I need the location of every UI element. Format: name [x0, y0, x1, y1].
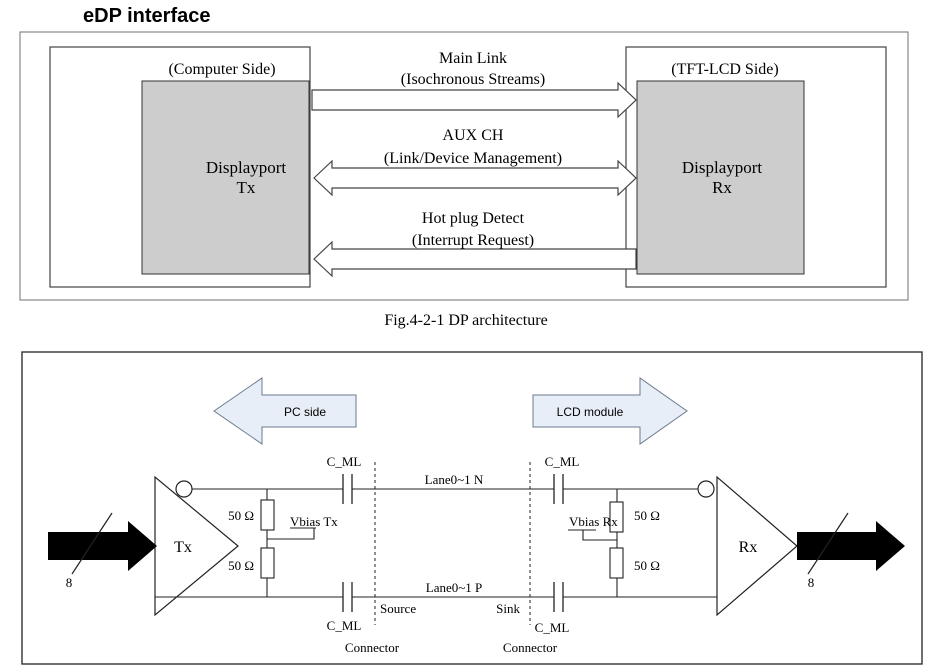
tx-resistor-bottom-value: 50 Ω	[228, 558, 254, 573]
input-bus-width: 8	[66, 575, 73, 590]
lane-p-label: Lane0~1 P	[426, 580, 483, 595]
input-bus-slash	[71, 512, 113, 575]
rx-block-label-1: Displayport	[682, 158, 763, 177]
pc-side-arrow	[213, 377, 357, 445]
lcd-side-label: (TFT-LCD Side)	[671, 61, 778, 78]
capacitor-tx-p	[342, 582, 353, 612]
tx-resistor-top-value: 50 Ω	[228, 508, 254, 523]
cap-label-tx-n: C_ML	[327, 454, 362, 469]
pc-side-label: PC side	[284, 405, 326, 419]
vbias-tx-label: Vbias Tx	[290, 514, 338, 529]
main-link-label-2: (Isochronous Streams)	[401, 71, 545, 88]
sink-label: Sink	[496, 601, 520, 616]
hpd-label-2: (Interrupt Request)	[412, 232, 534, 249]
displayport-tx-block	[141, 80, 310, 275]
rx-receiver-triangle	[716, 475, 798, 617]
connector-label-right: Connector	[503, 640, 558, 655]
fig1-caption: Fig.4-2-1 DP architecture	[384, 312, 547, 329]
lcd-module-label: LCD module	[557, 405, 624, 419]
tx-driver-triangle	[154, 475, 239, 617]
main-link-label-1: Main Link	[439, 50, 507, 67]
capacitor-rx-n	[553, 474, 564, 504]
tx-block-label-2: Tx	[237, 178, 256, 197]
rx-label: Rx	[739, 539, 758, 556]
section-heading: eDP interface	[83, 5, 211, 27]
fig2-frame	[21, 351, 923, 665]
cap-label-rx-p: C_ML	[535, 620, 570, 635]
capacitor-rx-p	[553, 582, 564, 612]
rx-termination-network	[568, 489, 624, 597]
fig1-frame	[19, 31, 909, 301]
tx-label: Tx	[174, 539, 192, 556]
displayport-rx-block	[636, 80, 805, 275]
cap-label-tx-p: C_ML	[327, 618, 362, 633]
hot-plug-detect-arrow	[313, 240, 637, 278]
capacitor-tx-n	[342, 474, 353, 504]
vbias-rx-label: Vbias Rx	[569, 514, 618, 529]
tx-termination-network	[260, 489, 316, 597]
tx-block-label-1: Displayport	[206, 158, 287, 177]
connector-label-left: Connector	[345, 640, 400, 655]
aux-label-1: AUX CH	[443, 127, 504, 144]
output-bus-arrow	[797, 521, 905, 571]
rx-resistor-top-value: 50 Ω	[634, 508, 660, 523]
tx-inverting-bubble	[175, 480, 193, 498]
output-bus-slash	[807, 512, 849, 575]
lcd-module-arrow	[532, 377, 688, 445]
cap-label-rx-n: C_ML	[545, 454, 580, 469]
rx-resistor-bottom-value: 50 Ω	[634, 558, 660, 573]
source-label: Source	[380, 601, 416, 616]
aux-label-2: (Link/Device Management)	[384, 150, 562, 167]
hpd-label-1: Hot plug Detect	[422, 210, 525, 227]
rx-block-label-2: Rx	[712, 178, 732, 197]
aux-channel-arrow	[313, 159, 637, 197]
rx-inverting-bubble	[697, 480, 715, 498]
main-link-arrow	[311, 81, 637, 119]
input-bus-arrow	[48, 521, 157, 571]
lane-n-label: Lane0~1 N	[425, 472, 484, 487]
output-bus-width: 8	[808, 575, 815, 590]
computer-side-label: (Computer Side)	[168, 61, 275, 78]
